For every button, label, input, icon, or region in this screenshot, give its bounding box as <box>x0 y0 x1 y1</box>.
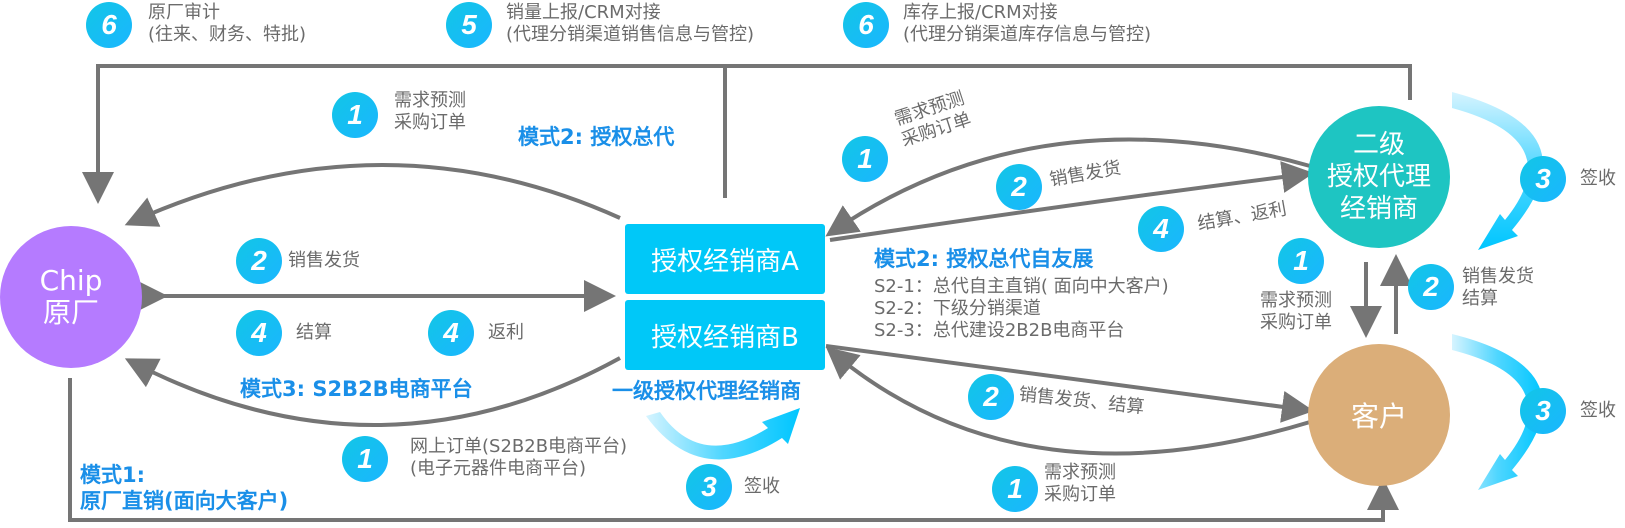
chip-rebate-label: 返利 <box>488 322 524 343</box>
step-badge: 3 <box>1520 156 1566 202</box>
sign-arc-customer <box>1452 334 1543 490</box>
arrow-dist-to-chip-bottom <box>124 356 621 427</box>
step-badge-audit: 6 <box>86 2 132 48</box>
label-line: 需求预测 <box>1044 462 1116 483</box>
mode2-label: 模式2: 授权总代 <box>518 125 675 149</box>
step-badge: 2 <box>996 164 1042 210</box>
tier2-line1: 二级 <box>1352 130 1405 160</box>
inventory-report-line1: 库存上报/CRM对接 <box>903 2 1058 23</box>
sales-report-line1: 销量上报/CRM对接 <box>506 2 661 23</box>
top-frame-line <box>82 64 1412 204</box>
label-line: 需求预测 <box>1260 290 1332 311</box>
t2c-ship-label: 销售发货 结算 <box>1462 266 1534 310</box>
step-badge: 3 <box>1520 388 1566 434</box>
step-badge: 4 <box>428 310 474 356</box>
step-badge-sales-report: 5 <box>446 2 492 48</box>
step-badge: 1 <box>332 92 378 138</box>
node-distributor-a: 授权经销商A <box>625 224 825 294</box>
step-badge: 3 <box>686 464 732 510</box>
cust-sign-label: 签收 <box>1580 400 1616 421</box>
sales-report-line2: (代理分销渠道销售信息与管控) <box>506 24 755 45</box>
mode2-item: S2-2：下级分销渠道 <box>874 298 1041 319</box>
arrow-dist-to-customer <box>825 344 1314 423</box>
label-line: 采购订单 <box>394 112 466 133</box>
chip-forecast-label: 需求预测 采购订单 <box>394 90 466 134</box>
label-line: (电子元器件电商平台) <box>410 458 587 479</box>
mode2-item: S2-1：总代自主直销( 面向中大客户) <box>874 276 1169 297</box>
step-badge: 1 <box>842 136 888 182</box>
mode1-line2: 原厂直销(面向大客户) <box>80 489 289 513</box>
mode2-items: S2-1：总代自主直销( 面向中大客户) S2-2：下级分销渠道 S2-3：总代… <box>874 276 1169 342</box>
node-tier2-distributor: 二级 授权代理 经销商 <box>1308 106 1450 248</box>
mode2-self-label: 模式2: 授权总代自友展 <box>874 247 1094 271</box>
step-badge: 1 <box>992 466 1038 512</box>
online-order-label: 网上订单(S2B2B电商平台) (电子元器件电商平台) <box>410 436 627 480</box>
tier1-sign-label: 签收 <box>744 476 780 497</box>
arrow-customer-to-dist <box>825 346 1311 456</box>
audit-line2: (往来、财务、特批) <box>148 24 307 45</box>
chip-ship-label: 销售发货 <box>288 250 360 271</box>
label-line: 采购订单 <box>1044 484 1116 505</box>
node-customer: 客户 <box>1308 344 1450 486</box>
t2c-forecast-label: 需求预测 采购订单 <box>1260 290 1332 334</box>
audit-label: 原厂审计 (往来、财务、特批) <box>148 2 306 46</box>
node-chip-factory: Chip 原厂 <box>0 226 142 368</box>
chip-settle-label: 结算 <box>296 322 332 343</box>
tier2-line3: 经销商 <box>1339 194 1418 224</box>
node-distributor-b: 授权经销商B <box>625 300 825 370</box>
step-badge: 1 <box>1278 238 1324 284</box>
tier2-line2: 授权代理 <box>1326 162 1431 192</box>
tier1-caption: 一级授权代理经销商 <box>612 379 801 403</box>
chip-label: Chip <box>39 264 103 297</box>
sign-arc-t2 <box>1452 92 1543 250</box>
label-line: 销售发货 <box>1462 266 1534 287</box>
arrow-dist-to-t2 <box>829 161 1314 242</box>
step-badge: 2 <box>236 238 282 284</box>
step-badge: 4 <box>1138 206 1184 252</box>
mode1-label: 模式1: 原厂直销(面向大客户) <box>80 462 288 514</box>
factory-label: 原厂 <box>42 296 99 329</box>
mode2-item: S2-3：总代建设2B2B电商平台 <box>874 320 1125 341</box>
cust-forecast-label: 需求预测 采购订单 <box>1044 462 1116 506</box>
sign-arc-tier1 <box>646 408 800 460</box>
step-badge: 2 <box>968 374 1014 420</box>
label-line: 采购订单 <box>1260 312 1332 333</box>
label-line: 网上订单(S2B2B电商平台) <box>410 436 628 457</box>
step-badge-inventory-report: 6 <box>843 2 889 48</box>
label-line: 需求预测 <box>394 90 466 111</box>
inventory-report-label: 库存上报/CRM对接 (代理分销渠道库存信息与管控) <box>903 2 1151 46</box>
label-line: 结算 <box>1462 288 1498 309</box>
arrow-t2-to-dist-forecast <box>825 137 1311 237</box>
step-badge: 1 <box>342 436 388 482</box>
step-badge: 2 <box>1408 264 1454 310</box>
mode1-line1: 模式1: <box>80 463 146 487</box>
arrow-chip-to-customer <box>68 378 1399 522</box>
t2-sign-label: 签收 <box>1580 168 1616 189</box>
audit-line1: 原厂审计 <box>148 2 220 23</box>
step-badge: 4 <box>236 310 282 356</box>
inventory-report-line2: (代理分销渠道库存信息与管控) <box>903 24 1152 45</box>
sales-report-label: 销量上报/CRM对接 (代理分销渠道销售信息与管控) <box>506 2 754 46</box>
mode3-label: 模式3: S2B2B电商平台 <box>240 377 473 401</box>
arrow-dist-to-chip-top <box>124 163 621 227</box>
